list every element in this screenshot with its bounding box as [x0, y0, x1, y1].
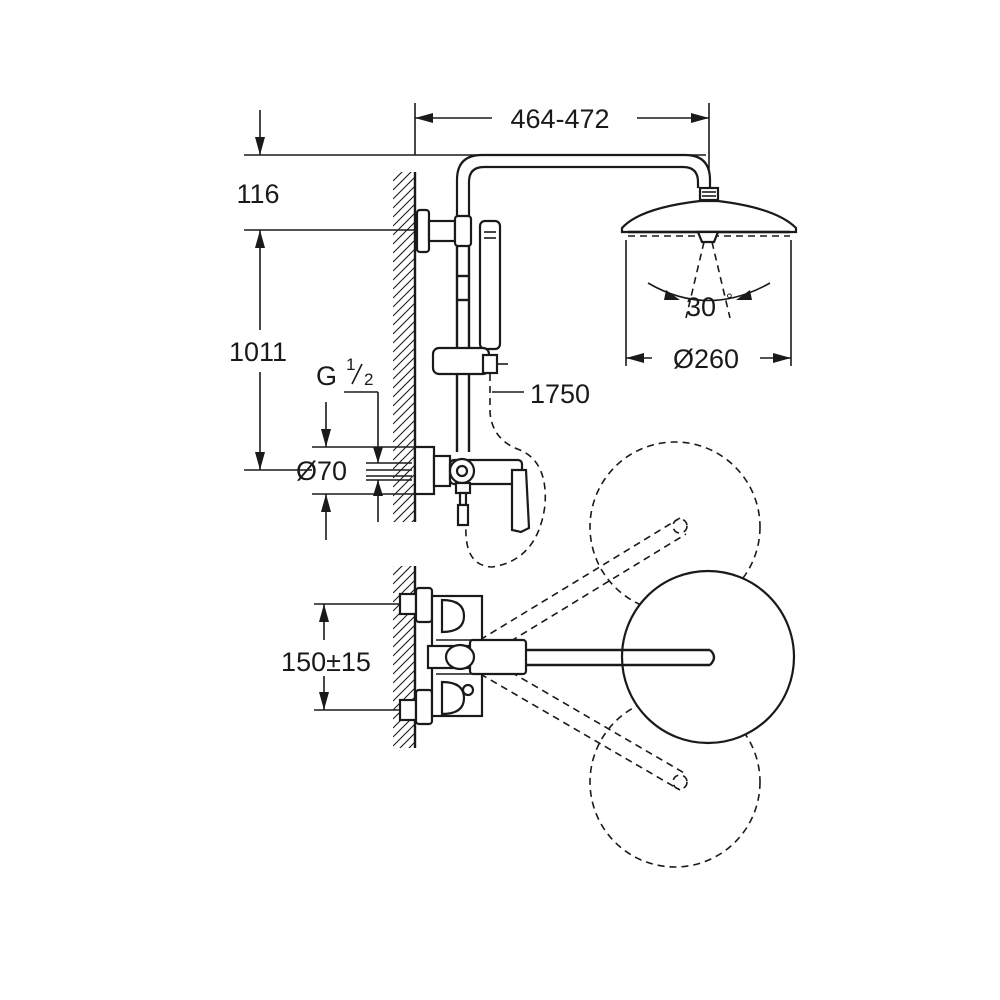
inlet-spacing-label: 150±15 — [281, 647, 371, 677]
wall-hatch-line — [393, 500, 415, 522]
escutcheon-dimension: Ø70 — [296, 402, 418, 540]
wall-hatch-line — [393, 302, 415, 326]
mixer-top-view — [398, 586, 528, 726]
hose-length-label: 1750 — [530, 379, 590, 409]
width-dimension: 464-472 — [414, 103, 710, 182]
mixer-body — [413, 445, 531, 534]
wall-hatch-line — [393, 338, 415, 362]
wall-hatch-line — [393, 221, 415, 245]
head-shower-top-view — [620, 569, 796, 745]
hose-length-dimension: 1750 — [492, 379, 590, 409]
slide-holder — [431, 346, 508, 376]
wall-hatch-line — [393, 624, 415, 648]
wall-hatch-line — [408, 741, 415, 748]
wall-hatch-line — [393, 365, 415, 389]
shower-arm — [455, 153, 712, 226]
wall-hatch-line — [393, 311, 415, 335]
wall-hatch-line — [393, 660, 415, 684]
wall-side-view — [393, 172, 417, 522]
wall-hatch-line — [393, 392, 415, 416]
wall-hatch-line — [393, 491, 415, 515]
wall-hatch-line — [393, 185, 415, 209]
wall-hatch-line — [393, 212, 415, 236]
wall-hatch-line — [393, 194, 415, 218]
riser-height-label: 1011 — [229, 337, 287, 367]
wall-hatch-line — [393, 633, 415, 657]
wall-hatch-line — [393, 347, 415, 371]
wall-hatch-line — [393, 176, 415, 200]
wall-hatch-line — [393, 446, 415, 470]
wall-hatch-line — [393, 642, 415, 666]
thread-denominator-label: 2 — [364, 370, 373, 389]
wall-hatch-line — [393, 284, 415, 308]
thread-numerator-label: 1 — [346, 355, 355, 374]
wall-top-view — [393, 566, 417, 748]
inlet-spacing-dimension: 150±15 — [281, 603, 412, 711]
wall-hatch-line — [393, 615, 415, 639]
arm-height-label: 116 — [236, 179, 279, 209]
head-diameter-label: Ø260 — [673, 344, 739, 374]
wall-hatch-line — [393, 172, 403, 182]
hand-shower — [478, 219, 502, 351]
wall-hatch-line — [393, 320, 415, 344]
wall-hatch-line — [393, 566, 394, 567]
wall-hatch-line — [393, 437, 415, 461]
wall-hatch-line — [393, 248, 415, 272]
spray-angle-unit-label: ° — [726, 290, 733, 309]
wall-hatch-line — [399, 732, 415, 748]
wall-hatch-line — [393, 275, 415, 299]
upper-wall-bracket — [415, 208, 473, 254]
wall-hatch-line — [393, 419, 415, 443]
escutcheon-diameter-label: Ø70 — [296, 456, 347, 486]
side-view: 464-472 116 1011 G 1 2 — [229, 103, 798, 568]
wall-hatch-line — [402, 509, 415, 522]
spray-angle-label: 30 — [686, 292, 716, 322]
wall-hatch-line — [393, 473, 415, 497]
width-range-label: 464-472 — [510, 104, 609, 134]
wall-hatch-line — [393, 570, 415, 594]
top-view: 150±15 — [281, 441, 796, 868]
thread-dimension: G 1 2 — [316, 355, 412, 522]
wall-hatch-line — [411, 518, 415, 522]
riser-height-dimension: 1011 — [229, 230, 312, 471]
wall-hatch-line — [393, 579, 415, 603]
wall-hatch-line — [393, 669, 415, 693]
wall-hatch-line — [393, 293, 415, 317]
wall-hatch-line — [393, 172, 412, 191]
wall-hatch-line — [393, 203, 415, 227]
wall-hatch-line — [393, 374, 415, 398]
wall-hatch-line — [393, 239, 415, 263]
wall-hatch-line — [393, 723, 415, 747]
wall-hatch-line — [393, 566, 403, 576]
wall-hatch-line — [393, 651, 415, 675]
head-diameter-dimension: Ø260 — [625, 240, 792, 374]
spray-angle-dimension: 30 ° — [647, 241, 771, 322]
wall-hatch-line — [393, 455, 415, 479]
wall-hatch-line — [393, 257, 415, 281]
shower-arm-top-view — [495, 648, 716, 667]
thread-prefix-label: G — [316, 361, 337, 391]
wall-hatch-line — [393, 266, 415, 290]
head-shower — [620, 186, 798, 244]
wall-hatch-line — [393, 329, 415, 353]
wall-hatch-line — [393, 383, 415, 407]
wall-hatch-line — [393, 356, 415, 380]
wall-hatch-line — [393, 230, 415, 254]
wall-hatch-line — [393, 172, 394, 173]
shower-hose — [465, 374, 547, 568]
arm-height-dimension: 116 — [236, 110, 420, 231]
wall-hatch-line — [393, 678, 415, 702]
wall-hatch-line — [393, 566, 412, 585]
wall-hatch-line — [393, 401, 415, 425]
wall-hatch-line — [393, 410, 415, 434]
